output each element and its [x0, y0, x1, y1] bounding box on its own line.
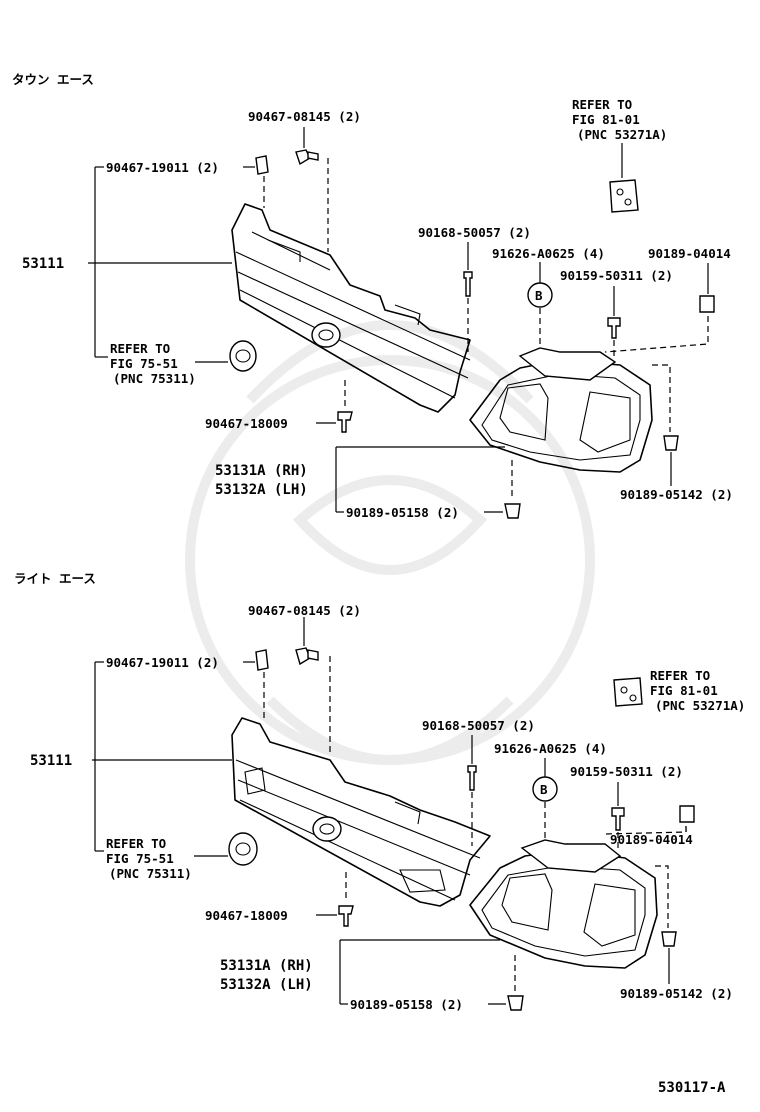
clip-icon	[255, 649, 269, 720]
lamp-bracket-icon	[609, 179, 639, 213]
label-nut-bottom: 90189-05158 (2)	[350, 997, 463, 1012]
svg-text:B: B	[540, 782, 548, 797]
label-clip-bottom: 90467-18009	[205, 416, 288, 431]
label-bracket-lh: 53132A (LH)	[215, 482, 308, 498]
label-bolt-top: 90467-08145 (2)	[248, 603, 361, 618]
screw-icon	[463, 271, 473, 352]
label-screw-3: 90159-50311 (2)	[560, 268, 673, 283]
label-nut-right: 90189-04014	[610, 832, 693, 847]
label-bracket-rh: 53131A (RH)	[220, 958, 313, 974]
label-screw-1: 90168-50057 (2)	[422, 718, 535, 733]
screw-icon	[467, 765, 477, 846]
nut-icon	[655, 865, 677, 947]
refer-lamp-line2: FIG 81-01	[572, 112, 640, 127]
label-clip-left: 90467-19011 (2)	[106, 160, 219, 175]
label-nut-right: 90189-04014	[648, 246, 731, 261]
bracket-drawing	[469, 839, 658, 969]
refer-emblem-line2: FIG 75-51	[110, 356, 178, 371]
label-clip-left: 90467-19011 (2)	[106, 655, 219, 670]
emblem-icon	[228, 832, 258, 866]
nut-icon	[604, 295, 715, 353]
refer-emblem-line3: (PNC 75311)	[113, 371, 196, 386]
label-nut-right-bottom: 90189-05142 (2)	[620, 986, 733, 1001]
callout-b: B	[532, 758, 558, 842]
label-screw-3: 90159-50311 (2)	[570, 764, 683, 779]
refer-lamp-line3: (PNC 53271A)	[577, 127, 667, 142]
screw-icon	[607, 317, 621, 360]
section-title: ライト エース	[14, 571, 96, 586]
bolt-icon	[295, 149, 329, 252]
refer-lamp-line2: FIG 81-01	[650, 683, 718, 698]
label-screw-2: 91626-A0625 (4)	[492, 246, 605, 261]
nut-icon	[504, 460, 521, 519]
refer-lamp-line3: (PNC 53271A)	[655, 698, 745, 713]
label-grille: 53111	[30, 753, 72, 769]
section-town-ace: タウン エース 90467-08145 (2) 90467-19011 (2)	[12, 72, 733, 520]
refer-lamp-line1: REFER TO	[572, 97, 632, 112]
section-title: タウン エース	[12, 72, 94, 87]
bracket-drawing	[469, 347, 653, 473]
refer-emblem-line2: FIG 75-51	[106, 851, 174, 866]
grille-drawing	[231, 203, 471, 413]
label-bracket-lh: 53132A (LH)	[220, 977, 313, 993]
label-clip-bottom: 90467-18009	[205, 908, 288, 923]
nut-icon	[652, 364, 679, 451]
callout-b: B	[527, 262, 553, 348]
label-nut-right-bottom: 90189-05142 (2)	[620, 487, 733, 502]
nut-icon	[507, 955, 524, 1011]
refer-emblem-line1: REFER TO	[110, 341, 170, 356]
label-screw-1: 90168-50057 (2)	[418, 225, 531, 240]
label-screw-2: 91626-A0625 (4)	[494, 741, 607, 756]
label-grille: 53111	[22, 256, 64, 272]
lamp-bracket-icon	[613, 677, 643, 707]
clip-icon	[255, 155, 269, 208]
refer-lamp-line1: REFER TO	[650, 668, 710, 683]
figure-id: 530117-A	[658, 1080, 726, 1096]
clip-icon	[338, 872, 354, 927]
bolt-icon	[295, 647, 331, 752]
label-bracket-rh: 53131A (RH)	[215, 463, 308, 479]
grille-drawing	[231, 717, 491, 907]
label-nut-bottom: 90189-05158 (2)	[346, 505, 459, 520]
refer-emblem-line3: (PNC 75311)	[109, 866, 192, 881]
emblem-icon	[229, 340, 257, 372]
screw-icon	[611, 807, 625, 850]
svg-text:B: B	[535, 288, 543, 303]
label-bolt-top: 90467-08145 (2)	[248, 109, 361, 124]
watermark-emblem	[185, 320, 595, 765]
refer-emblem-line1: REFER TO	[106, 836, 166, 851]
clip-icon	[337, 380, 353, 433]
section-lite-ace: ライト エース 90467-08145 (2) 90467-19011 (2)	[14, 571, 745, 1012]
